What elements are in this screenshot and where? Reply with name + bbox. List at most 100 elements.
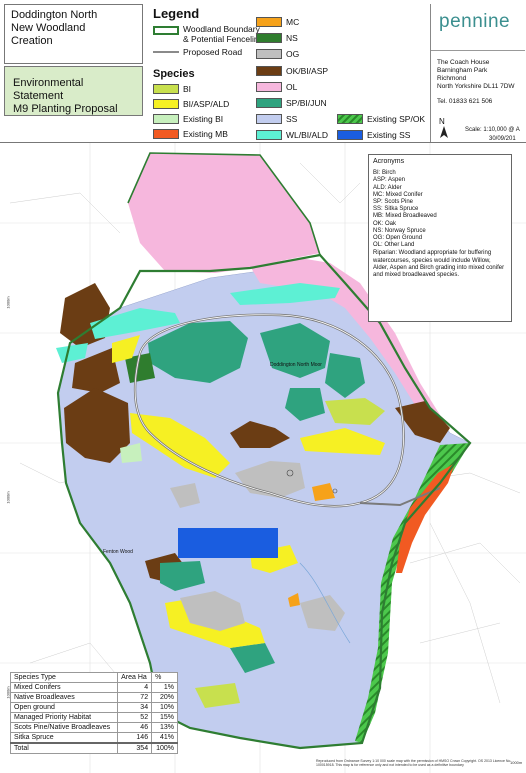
area-sp-bi-jun: [325, 353, 365, 398]
acronym-item: BI: Birch: [373, 170, 396, 177]
acronym-item: MB: Mixed Broadleaved: [373, 213, 437, 220]
species-area-table: Species Type Area Ha % Mixed Conifers 4 …: [9, 672, 178, 754]
table-cell: Native Broadleaves: [9, 692, 119, 703]
table-cell: 72: [117, 692, 153, 703]
area-ok-bi-asp: [230, 421, 290, 448]
table-row: Mixed Conifers 4 1%: [9, 682, 178, 693]
legend-label-ns: NS: [286, 33, 298, 43]
area-og: [180, 591, 245, 631]
acronym-item: OL: Other Land: [373, 242, 415, 249]
acronyms-title: Acronyms: [373, 158, 405, 165]
table-header: %: [151, 672, 178, 683]
legend-swatch-ss: [256, 114, 282, 124]
company-box: pennine The Coach House Barningham Park …: [430, 4, 525, 142]
map-date: 30/09/201: [489, 136, 516, 142]
acronym-item: ASP: Aspen: [373, 177, 406, 184]
legend-swatch-bi-asp-ald: [153, 99, 179, 109]
acronym-item: MC: Mixed Conifer: [373, 191, 423, 198]
address-line: Richmond: [437, 75, 467, 82]
area-bi: [325, 398, 385, 425]
area-ol-north: [128, 153, 320, 273]
project-title-box: Doddington North New Woodland Creation: [4, 4, 143, 64]
table-header: Area Ha: [117, 672, 153, 683]
legend-label-ol: OL: [286, 82, 298, 92]
area-existing-sp-ok: [355, 443, 470, 743]
address-line: The Coach House: [437, 59, 490, 66]
area-sp-bi-jun: [148, 321, 248, 383]
area-ok-bi-asp: [64, 388, 130, 463]
legend-swatch-ok-bi-asp: [256, 66, 282, 76]
building-marker: [286, 469, 294, 477]
legend-label-bi-asp-ald: BI/ASP/ALD: [183, 99, 230, 109]
statement-line: Environmental Statement: [13, 77, 84, 102]
table-row: Scots Pine/Native Broadleaves 46 13%: [9, 722, 178, 733]
table-cell: 13%: [151, 722, 178, 733]
table-total-row: Total 354 100%: [9, 742, 178, 754]
watercourse: [299, 562, 351, 644]
area-bi-asp-ald: [300, 428, 385, 455]
acronym-item: OK: Oak: [373, 220, 397, 227]
statement-box: Environmental Statement M9 Planting Prop…: [4, 66, 143, 116]
field-boundaries: [9, 162, 521, 704]
area-mc: [288, 593, 300, 607]
table-cell: 100%: [151, 742, 178, 754]
north-arrow: N: [439, 118, 449, 140]
address-line: North Yorkshire DL11 7DW: [437, 83, 515, 90]
woodland-boundary: [56, 253, 472, 750]
acronym-item: SP: Scots Pine: [373, 199, 414, 206]
acronym-item: NS: Norway Spruce: [373, 227, 426, 234]
table-header: Species Type: [9, 672, 119, 683]
map-header: Doddington North New Woodland Creation E…: [0, 0, 526, 143]
grid-mark: 1000m: [510, 760, 523, 765]
table-cell: 15%: [151, 712, 178, 723]
boundary-label-line: Woodland Boundary: [183, 24, 260, 34]
area-existing-bi: [120, 443, 142, 463]
legend-label-mc: MC: [286, 17, 300, 27]
company-address: The Coach House Barningham Park Richmond…: [437, 59, 525, 91]
legend-swatch-existing-ss: [337, 130, 363, 140]
area-bi-asp-ald: [112, 335, 140, 363]
table-row: Managed Priority Habitat 52 15%: [9, 712, 178, 723]
legend-title: Legend: [153, 6, 200, 21]
woodland-boundary-north: [127, 152, 321, 256]
north-arrow-icon: [440, 126, 448, 138]
area-wl-bi-ald: [90, 308, 180, 339]
area-existing-mb: [396, 463, 455, 573]
copyright-notice: Reproduced from Ordnance Survey 1:10 000…: [316, 759, 512, 767]
table-row: Sitka Spruce 146 41%: [9, 732, 178, 744]
legend-swatch-existing-bi: [153, 114, 179, 124]
acronym-item: SS: Sitka Spruce: [373, 206, 419, 213]
table-row: Open ground 34 10%: [9, 702, 178, 713]
area-sp-bi-jun: [285, 388, 325, 421]
area-og: [170, 483, 200, 508]
legend-swatch-bi: [153, 84, 179, 94]
area-wl-bi-ald: [230, 283, 340, 305]
legend-swatch-existing-mb: [153, 129, 179, 139]
table-header-row: Species Type Area Ha %: [9, 672, 178, 683]
area-og: [300, 595, 345, 631]
legend-swatch-mc: [256, 17, 282, 27]
legend-swatch-ol: [256, 82, 282, 92]
legend-label-bi: BI: [183, 84, 192, 94]
table-cell: 52: [117, 712, 153, 723]
legend-label-sp-bi-jun: SP/BI/JUN: [286, 98, 327, 108]
table-cell: 41%: [151, 732, 178, 744]
table-cell: 34: [117, 702, 153, 713]
table-cell: 10%: [151, 702, 178, 713]
table-row: Native Broadleaves 72 20%: [9, 692, 178, 703]
building-marker: [332, 488, 338, 494]
legend-label-ss: SS: [286, 114, 298, 124]
project-title-line: New Woodland: [11, 22, 86, 34]
table-cell: 46: [117, 722, 153, 733]
table-cell: 354: [117, 742, 153, 754]
area-wl-bi-ald: [56, 343, 88, 363]
grid-mark: 1000m: [5, 491, 11, 504]
area-bi: [195, 683, 240, 708]
company-telephone: Tel. 01833 621 506: [437, 98, 493, 105]
table-cell: Scots Pine/Native Broadleaves: [9, 722, 119, 733]
map-label-fenton-wood: Fenton Wood: [103, 549, 133, 555]
table-cell: 4: [117, 682, 153, 693]
legend-label-wl-bi-ald: WL/BI/ALD: [286, 130, 329, 140]
acronym-item: ALD: Alder: [373, 184, 402, 191]
table-cell: 1%: [151, 682, 178, 693]
